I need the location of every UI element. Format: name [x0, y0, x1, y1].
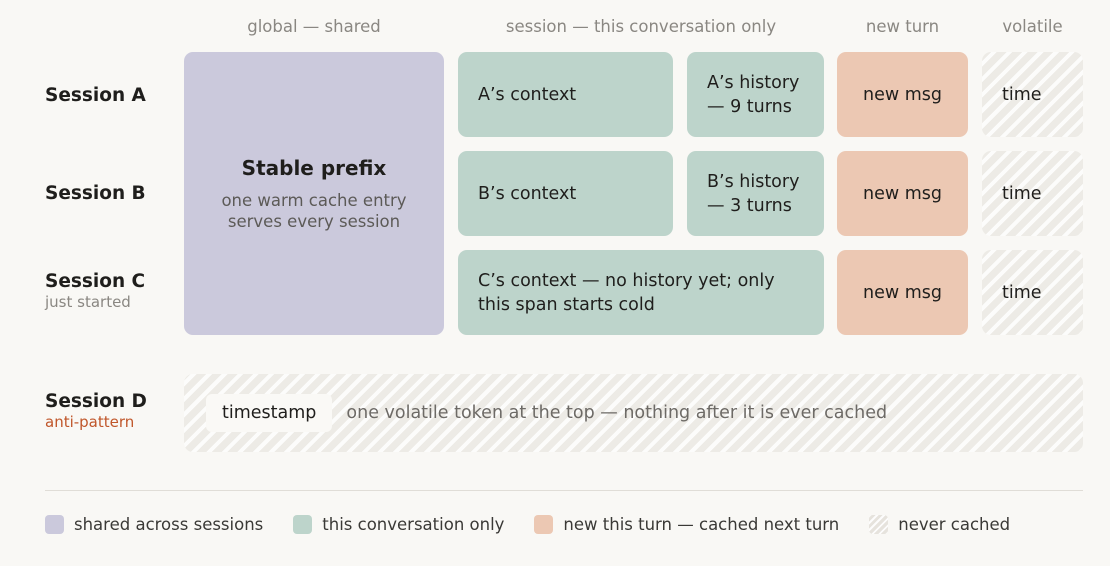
legend-swatch-conversation: [293, 514, 313, 534]
row-name: Session C: [45, 271, 146, 292]
column-header-volatile: volatile: [1002, 17, 1063, 36]
legend-swatch-shared: [45, 514, 64, 534]
legend: shared across sessions this conversation…: [45, 512, 1040, 536]
session-c-time: time: [982, 250, 1083, 335]
column-header-new-turn: new turn: [865, 17, 940, 36]
legend-swatch-never-cached: [869, 514, 889, 534]
row-label-session-a: Session A: [45, 85, 146, 107]
timestamp-token: timestamp: [206, 394, 333, 432]
session-b-context: B’s context: [458, 151, 673, 236]
prefix-subtitle-line-1: one warm cache entry: [221, 190, 407, 210]
anti-pattern-description: one volatile token at the top — nothing …: [346, 403, 888, 423]
row-label-session-c: Session C just started: [45, 271, 145, 312]
history-label-line-1: A’s history: [707, 72, 800, 93]
legend-swatch-new-turn: [534, 514, 554, 534]
row-subtitle-warning: anti-pattern: [45, 413, 135, 431]
legend-item-shared: shared across sessions: [45, 514, 264, 534]
session-a-history: A’s history — 9 turns: [687, 52, 824, 137]
legend-item-conversation: this conversation only: [293, 514, 505, 534]
history-label-line-2: — 3 turns: [707, 195, 792, 216]
time-label: time: [1002, 84, 1042, 105]
session-b-time: time: [982, 151, 1083, 236]
row-label-session-b: Session B: [45, 183, 146, 205]
row-name: Session A: [45, 85, 146, 106]
legend-item-never-cached: never cached: [869, 514, 1011, 534]
row-name: Session B: [45, 183, 146, 204]
prefix-title: Stable prefix: [241, 155, 387, 180]
stable-prefix-block: Stable prefix one warm cache entry serve…: [184, 52, 444, 335]
session-b-new-msg: new msg: [837, 151, 968, 236]
session-c-context: C’s context — no history yet; only this …: [458, 250, 824, 335]
session-b-history: B’s history — 3 turns: [687, 151, 824, 236]
column-header-session: session — this conversation only: [505, 17, 777, 36]
legend-label: new this turn — cached next turn: [563, 514, 840, 534]
row-name: Session D: [45, 391, 147, 412]
session-c-new-msg: new msg: [837, 250, 968, 335]
context-label: B’s context: [478, 183, 577, 204]
row-label-session-d: Session D anti-pattern: [45, 391, 147, 432]
legend-divider: [45, 490, 1083, 491]
legend-item-new-turn: new this turn — cached next turn: [534, 514, 840, 534]
new-msg-label: new msg: [862, 282, 942, 303]
history-label-line-2: — 9 turns: [707, 96, 792, 117]
session-a-new-msg: new msg: [837, 52, 968, 137]
new-msg-label: new msg: [862, 183, 942, 204]
column-header-global: global — shared: [247, 17, 381, 36]
row-subtitle: just started: [45, 293, 131, 311]
context-label-line-1: C’s context — no history yet; only: [478, 270, 775, 291]
history-label-line-1: B’s history: [707, 171, 800, 192]
new-msg-label: new msg: [862, 84, 942, 105]
legend-label: shared across sessions: [74, 514, 264, 534]
time-label: time: [1002, 183, 1042, 204]
context-label: A’s context: [478, 84, 577, 105]
time-label: time: [1002, 282, 1042, 303]
session-d-never-cached-bar: timestamp one volatile token at the top …: [184, 374, 1083, 452]
session-a-context: A’s context: [458, 52, 673, 137]
session-a-time: time: [982, 52, 1083, 137]
legend-label: this conversation only: [322, 514, 505, 534]
prefix-subtitle-line-2: serves every session: [227, 211, 401, 231]
context-label-line-2: this span starts cold: [478, 294, 655, 315]
legend-label: never cached: [898, 514, 1011, 534]
